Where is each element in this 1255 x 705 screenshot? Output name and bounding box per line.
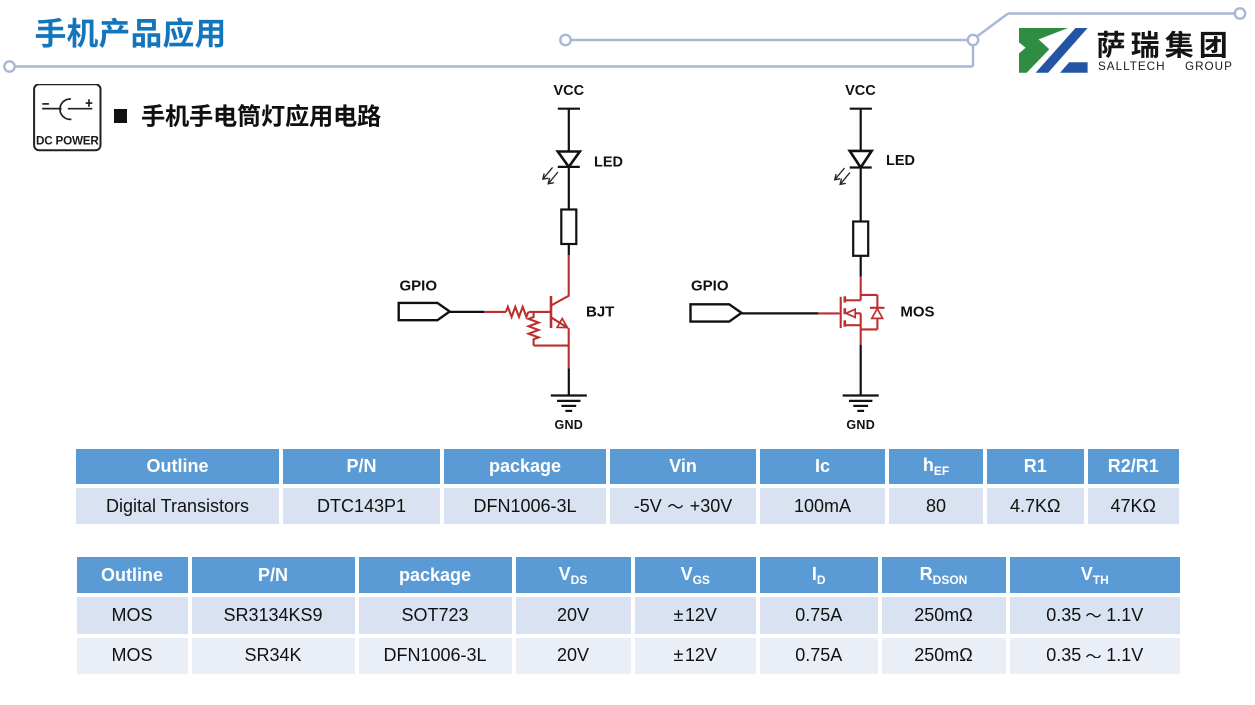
svg-text:GND: GND (846, 418, 875, 432)
svg-text:VCC: VCC (553, 83, 584, 99)
svg-text:BJT: BJT (586, 304, 614, 321)
svg-text:GPIO: GPIO (691, 278, 729, 295)
svg-text:LED: LED (886, 153, 915, 169)
svg-text:GND: GND (554, 418, 583, 432)
svg-text:VCC: VCC (845, 83, 876, 99)
svg-text:MOS: MOS (900, 304, 934, 321)
svg-text:LED: LED (594, 154, 623, 170)
svg-text:GPIO: GPIO (400, 278, 438, 295)
svg-text:DC POWER: DC POWER (36, 134, 99, 147)
